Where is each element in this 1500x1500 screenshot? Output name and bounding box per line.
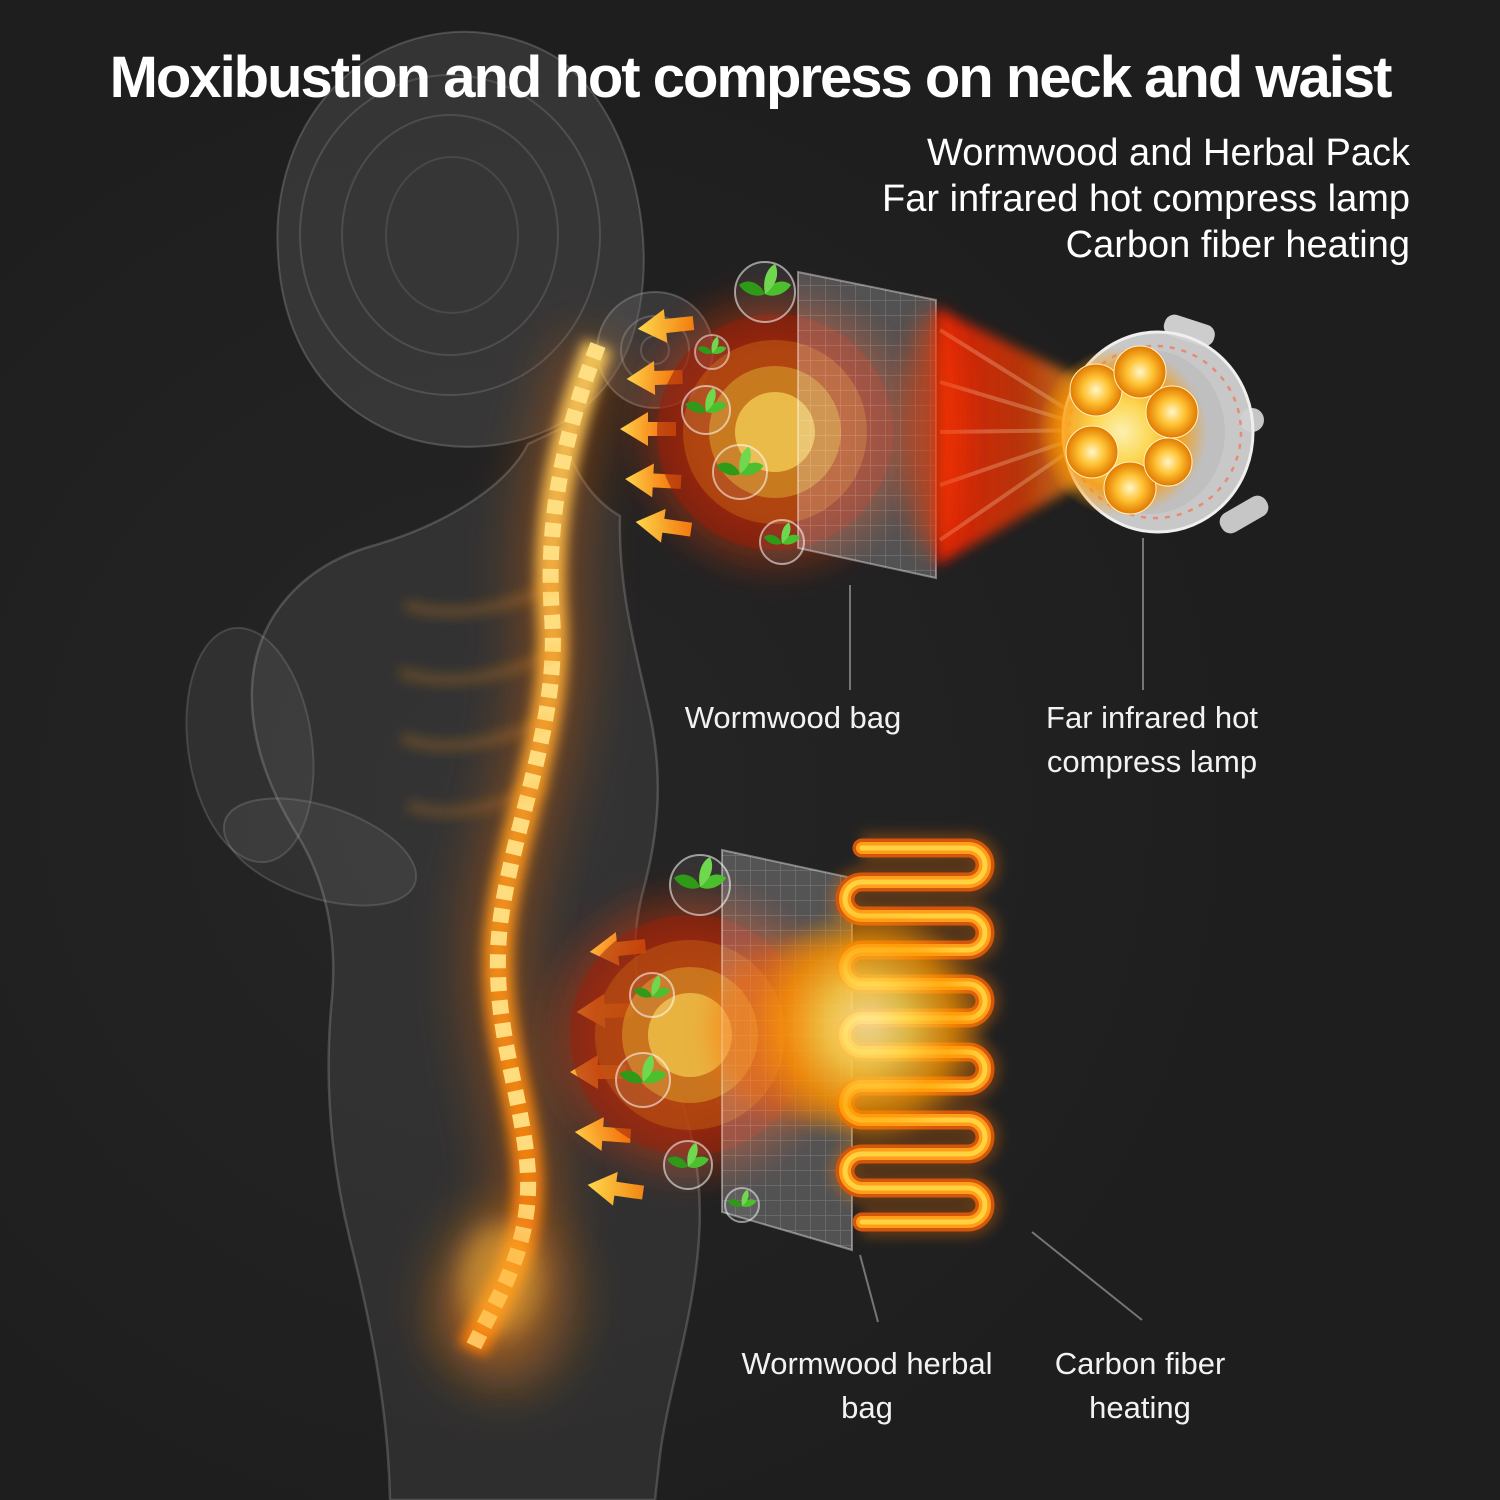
herb-bubble [724,1187,760,1223]
callout-label: bag [841,1390,893,1425]
callout-wormwood-herbal-bag: Wormwood herbal bag [742,1342,993,1430]
subtitle: Wormwood and Herbal Pack Far infrared ho… [882,130,1410,268]
callout-label: Carbon fiber [1054,1346,1226,1381]
herb-bubble [759,519,805,565]
callout-label: Wormwood bag [684,700,902,735]
callout-label: Far infrared hot [1046,700,1258,735]
callout-far-infrared-lamp: Far infrared hot compress lamp [1046,696,1258,784]
callout-label: heating [1089,1390,1191,1425]
herb-bubble [629,972,675,1018]
herb-bubble [712,444,768,500]
callout-lines [849,538,1144,1323]
callout-label: compress lamp [1046,744,1258,779]
page-title: Moxibustion and hot compress on neck and… [109,45,1393,110]
callout-wormwood-bag: Wormwood bag [685,696,902,740]
herb-bubble [694,334,730,370]
forearm [222,797,418,907]
heat-core-glow [748,905,988,1145]
herb-bubble [734,261,796,323]
carbon-fiber-coil-graphic [748,833,1000,1237]
subtitle-line: Wormwood and Herbal Pack [927,132,1410,174]
upper-arm [185,626,315,864]
herb-bubble [669,854,731,916]
subtitle-line: Carbon fiber heating [1065,224,1410,266]
wormwood-bag-graphic [620,261,937,587]
herb-bubble [681,385,731,435]
herb-bubble [615,1052,671,1108]
herb-bubble [663,1140,713,1190]
spine-glow [398,332,631,1390]
callout-carbon-fiber-heating: Carbon fiber heating [1055,1342,1226,1430]
subtitle-line: Far infrared hot compress lamp [882,178,1410,220]
infrared-lamp-graphic [1037,314,1269,534]
callout-label: Wormwood herbal [741,1346,993,1381]
